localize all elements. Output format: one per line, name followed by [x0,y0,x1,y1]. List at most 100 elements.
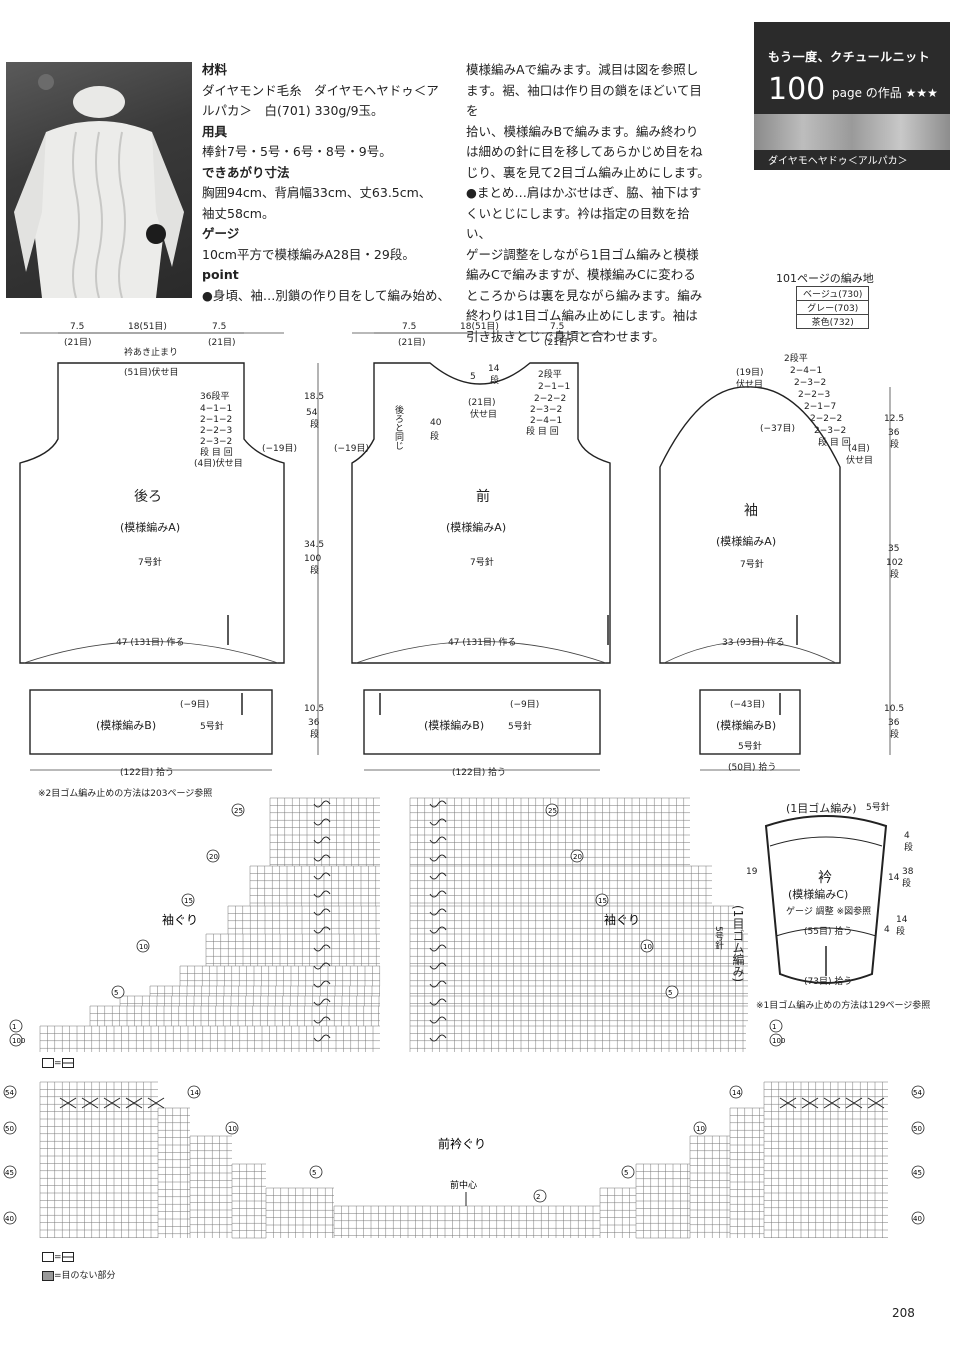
body-line: くいとじにします。衿は指定の目数を拾い、 [466,205,690,242]
sleeve-side: (−37目) [760,423,795,434]
collar-dim: 4 [904,831,910,841]
front-neck: 伏せ目 [470,408,497,420]
body-line: 袖丈58cm。 [202,205,275,221]
front-d40: 段 [430,430,439,442]
collar-dim: 段 [904,841,913,853]
sleeve-bdec: 伏せ目 [846,454,873,466]
row-label: 15 [184,897,193,905]
sleeve-cast: 33 (93目) 作る [722,636,785,648]
row-label: 10 [139,943,148,951]
front-same: 後ろと同じ [393,404,404,450]
back-dec: 4−1−1 [200,404,232,414]
legend-2-eq: = [54,1252,62,1263]
row-marker [729,1085,743,1099]
body-line: 拾い、模様編みBで編みます。編み終わり [466,123,699,139]
sleeve-pick: (50目) 拾う [728,761,776,773]
sleeve-bdec: (4目) [848,443,870,454]
sleeve-dec: 2−3−2 [794,378,826,388]
row-label: 1 [12,1023,16,1031]
series-badge: もう一度、クチュールニット 100 page の作品 ★★★ ダイヤモヘヤドゥ＜… [754,22,950,170]
section-heading: point [202,267,239,282]
back-rib-dec: (−9目) [180,699,209,710]
sleeve-rib-dec: (−43目) [730,699,765,710]
body-line: ●身頃、袖…別鎖の作り目をして編み始め、 [202,287,451,303]
front-side: (−19目) [334,443,369,454]
sleeve-dec: 2−2−2 [810,414,842,424]
row-marker [136,939,150,953]
materials-column-2: 模様編みAで編みます。減目は図を参照します。裾、袖口は作り目の鎖をほどいて目を拾… [466,60,712,347]
sleeve-vdim: 35 [888,544,899,554]
body-line: ます。裾、袖口は作り目の鎖をほどいて目を [466,82,702,119]
row-label: 40 [913,1215,922,1223]
mark-label: 10 [696,1125,705,1133]
front-dec: 2段平 [538,368,562,380]
row-marker [3,1165,17,1179]
front-pick: (122目) 拾う [452,766,506,778]
back-dec: 2−1−2 [200,415,232,425]
front-neck: 段 [490,374,499,386]
legend-1-eq: = [54,1058,62,1069]
collar-gauge: ゲージ 調整 ※図参照 [786,905,871,917]
body-line: ところからは裏を見ながら編みます。編み [466,287,703,303]
sleeve-vdim: 段 [890,438,899,450]
row-marker [3,1211,17,1225]
row-marker [181,893,195,907]
row-marker [621,1165,635,1179]
ref-color: グレー(703) [795,300,870,315]
back-vdim: 18.5 [304,392,324,402]
sleeve-needle: 7号針 [740,558,764,570]
sleeve-vdim: 102 [886,558,903,568]
front-dec: 段 目 回 [526,425,559,437]
back-dec: 2−3−2 [200,437,232,447]
back-dim: 7.5 [70,322,84,332]
collar-dim: 14 [896,915,908,925]
schematic-diagram: 7.5 18(51目) 7.5 (21目) (21目) 衿あき止まり (51目)… [19,321,904,778]
legend-2: = [42,1252,74,1263]
sleeve-vdim: 36 [888,428,900,438]
row-label: 40 [5,1215,14,1223]
back-rib-needle: 5号針 [200,720,224,732]
row-marker [570,849,584,863]
sleeve-vdim: 10.5 [884,704,904,714]
row-label: 54 [5,1089,14,1097]
note-ribbing: ※2目ゴム編み止めの方法は203ページ参照 [38,789,213,799]
armhole-grid-right [409,985,748,996]
collar-top-needle: 5号針 [866,801,890,813]
collar-dim: 4 [884,925,890,935]
section-heading: 材料 [202,62,228,77]
body-line: 引き抜きとじで身頃と合わせます。 [466,328,665,344]
front-dim: 18(51目) [460,321,499,332]
armhole-grid-left [227,905,380,934]
sleeve-top: 伏せ目 [736,378,763,390]
back-pick: (122目) 拾う [120,766,174,778]
back-side: (−19目) [262,443,297,454]
row-label: 100 [12,1037,25,1045]
row-marker [9,1033,23,1047]
neck-label: 前衿ぐり [438,1136,486,1151]
row-marker [3,1121,17,1135]
collar-dim: 14 [888,873,900,883]
back-vdim: 10.5 [304,704,324,714]
front-sub: (21目) [544,337,571,348]
armhole-grid-right [409,1025,746,1052]
armhole-grid-left [249,865,380,906]
back-vdim: 36 [308,718,320,728]
row-label: 20 [573,853,582,861]
front-dec: 2−1−1 [538,382,570,392]
row-marker [231,803,245,817]
row-label: 50 [913,1125,922,1133]
legend-1: = [42,1058,74,1069]
mark-label: 10 [228,1125,237,1133]
sleeve-name: 袖 [744,503,758,519]
sleeve-dec: 2段平 [784,352,808,364]
section-heading: ゲージ [202,226,240,241]
body-line: 棒針7号・5号・6号・8号・9号。 [202,144,392,159]
front-rib: (模様編みB) [424,718,484,732]
armhole-grid-left [269,797,380,866]
body-line: ゲージ調整をしながら1目ゴム編みと模様 [466,246,699,262]
front-dec: 2−3−2 [530,405,562,415]
front-name: 前 [476,488,490,505]
armhole-grid-right [409,905,734,934]
mark-label: 14 [190,1089,199,1097]
front-needle: 7号針 [470,556,494,568]
